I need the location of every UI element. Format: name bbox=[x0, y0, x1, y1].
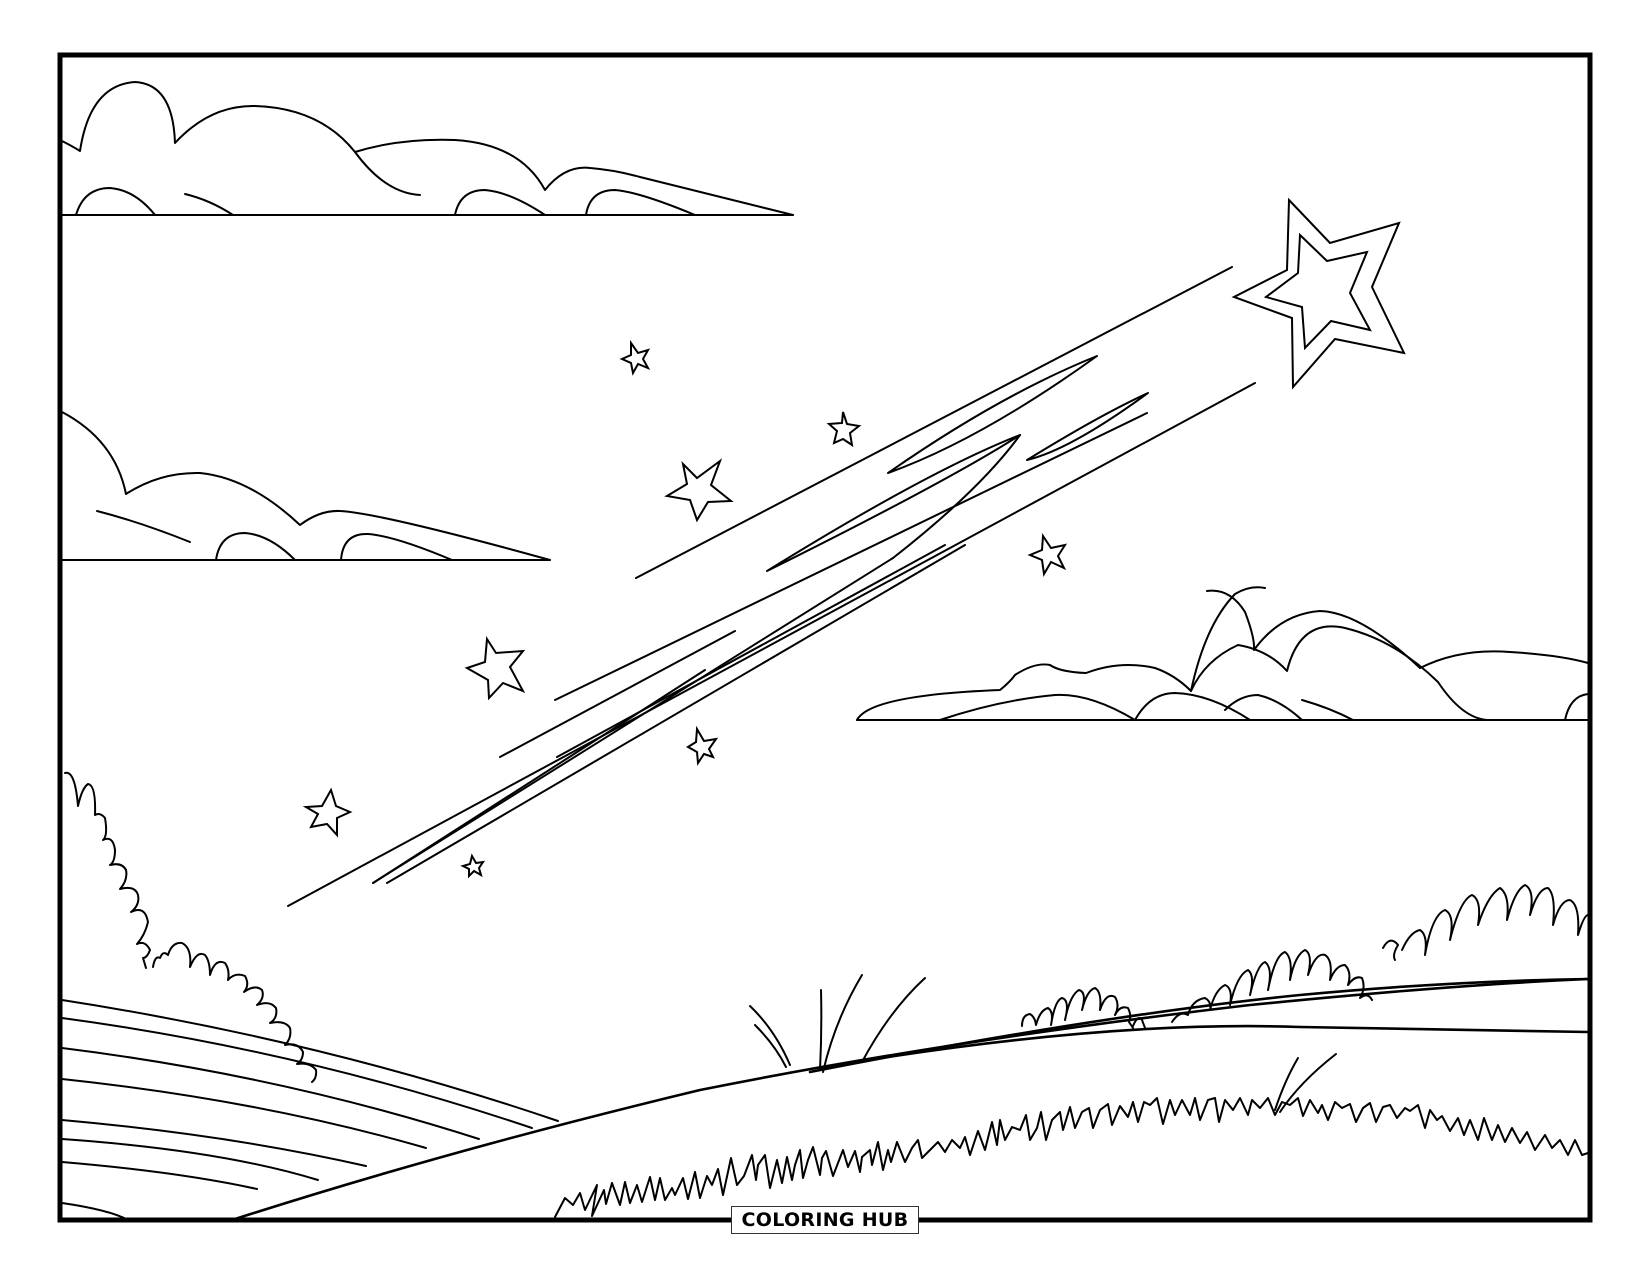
hill-right bbox=[808, 977, 1590, 1074]
small-stars bbox=[302, 339, 1068, 879]
small-star-3 bbox=[664, 458, 734, 523]
small-star-1 bbox=[619, 339, 651, 376]
cloud-middle-left bbox=[61, 411, 551, 561]
small-star-8 bbox=[460, 853, 486, 879]
star-trail bbox=[287, 266, 1256, 907]
small-star-7 bbox=[302, 787, 353, 838]
shooting-star bbox=[1231, 197, 1406, 390]
cloud-right bbox=[856, 586, 1589, 721]
striped-field-left bbox=[61, 977, 1590, 1222]
bush-left bbox=[64, 771, 318, 1083]
grass-tall-blades bbox=[749, 974, 926, 1073]
small-star-4 bbox=[1027, 533, 1068, 577]
small-star-5 bbox=[464, 635, 526, 701]
logo-text: COLORING HUB bbox=[741, 1209, 909, 1231]
cloud-top-left bbox=[61, 81, 794, 216]
grass-foreground bbox=[554, 1053, 1589, 1218]
bushes-right bbox=[1021, 884, 1589, 1029]
small-star-2 bbox=[826, 411, 862, 448]
small-star-6 bbox=[686, 725, 719, 766]
coloring-hub-logo: COLORING HUB bbox=[731, 1206, 919, 1234]
